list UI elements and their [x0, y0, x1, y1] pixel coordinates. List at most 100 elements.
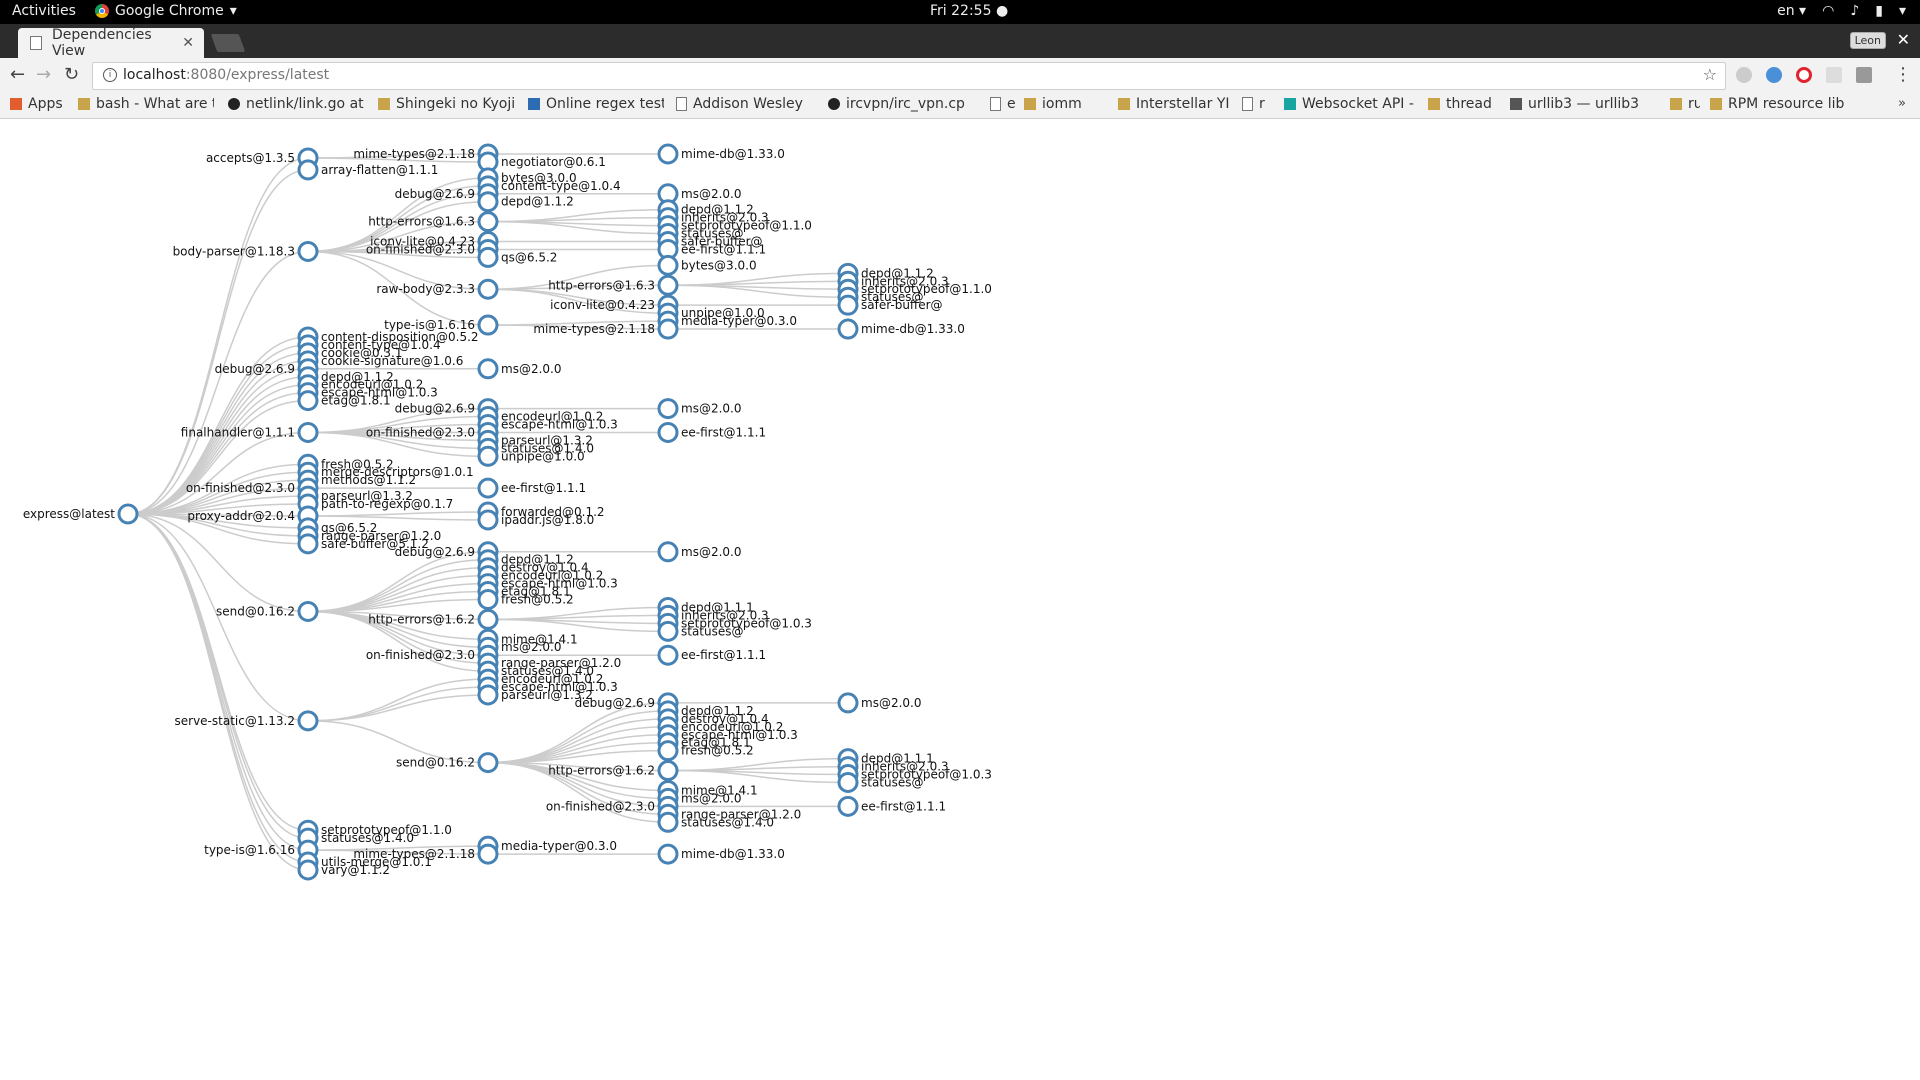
tree-node[interactable]: http-errors@1.6.3: [548, 274, 679, 296]
tree-node[interactable]: statuses@: [837, 286, 924, 308]
node-circle[interactable]: [657, 143, 679, 165]
address-bar[interactable]: i localhost:8080/express/latest ☆: [92, 62, 1726, 90]
node-circle[interactable]: [657, 760, 679, 782]
node-circle[interactable]: [477, 211, 499, 233]
language-indicator[interactable]: en ▾: [1777, 3, 1807, 19]
tree-node[interactable]: mime-types@2.1.18: [353, 843, 499, 865]
tree-node[interactable]: mime-db@1.33.0: [657, 143, 785, 165]
profile-button[interactable]: Leon: [1849, 32, 1886, 49]
extension-icon[interactable]: [1856, 67, 1872, 83]
bookmark-item[interactable]: Websocket API -: [1284, 96, 1414, 112]
tree-node[interactable]: depd@1.1.2: [477, 191, 574, 213]
tree-node[interactable]: body-parser@1.18.3: [173, 240, 319, 262]
tree-node[interactable]: ee-first@1.1.1: [477, 477, 586, 499]
bookmark-item[interactable]: r: [1242, 96, 1265, 112]
bookmark-item[interactable]: bash - What are t: [78, 96, 214, 112]
node-circle[interactable]: [477, 608, 499, 630]
tree-node[interactable]: proxy-addr@2.0.4: [187, 505, 319, 527]
tree-node[interactable]: ms@2.0.0: [657, 541, 741, 563]
tree-node[interactable]: raw-body@2.3.3: [376, 278, 499, 300]
bookmark-item[interactable]: Interstellar YIFY s: [1118, 96, 1230, 112]
tree-node[interactable]: ee-first@1.1.1: [837, 795, 946, 817]
tree-node[interactable]: safer-buffer@: [837, 294, 943, 316]
tree-node[interactable]: type-is@1.6.16: [384, 314, 499, 336]
bookmark-item[interactable]: ru: [1670, 96, 1700, 112]
tree-node[interactable]: qs@6.5.2: [477, 246, 557, 268]
node-circle[interactable]: [657, 254, 679, 276]
extension-icon[interactable]: [1766, 67, 1782, 83]
tree-node[interactable]: statuses@: [657, 620, 744, 642]
node-circle[interactable]: [297, 533, 319, 555]
node-circle[interactable]: [837, 692, 859, 714]
node-circle[interactable]: [297, 421, 319, 443]
node-circle[interactable]: [657, 843, 679, 865]
node-circle[interactable]: [477, 843, 499, 865]
bookmark-item[interactable]: RPM resource lib: [1710, 96, 1844, 112]
tree-node[interactable]: http-errors@1.6.3: [368, 211, 499, 233]
bookmark-item[interactable]: ircvpn/irc_vpn.cp: [828, 96, 964, 112]
bookmark-item[interactable]: netlink/link.go at: [228, 96, 364, 112]
tree-node[interactable]: serve-static@1.13.2: [175, 710, 319, 732]
node-circle[interactable]: [837, 795, 859, 817]
tree-node[interactable]: mime-types@2.1.18: [533, 318, 679, 340]
bookmark-item[interactable]: iomm: [1024, 96, 1082, 112]
node-circle[interactable]: [837, 294, 859, 316]
tree-node[interactable]: mime-db@1.33.0: [657, 843, 785, 865]
tree-node[interactable]: send@0.16.2: [396, 752, 499, 774]
back-arrow-icon[interactable]: ←: [10, 64, 26, 85]
node-circle[interactable]: [657, 398, 679, 420]
node-circle[interactable]: [477, 445, 499, 467]
tree-node[interactable]: escape-html@1.0.3: [477, 413, 618, 435]
bookmark-item[interactable]: Apps: [10, 96, 63, 112]
tree-node[interactable]: statuses@: [837, 771, 924, 793]
tree-node[interactable]: ee-first@1.1.1: [657, 238, 766, 260]
tree-node[interactable]: ms@2.0.0: [837, 692, 921, 714]
node-circle[interactable]: [657, 274, 679, 296]
tab-dependencies-view[interactable]: Dependencies View ✕: [18, 27, 204, 59]
bookmark-star-icon[interactable]: ☆: [1702, 65, 1717, 84]
node-circle[interactable]: [657, 644, 679, 666]
node-circle[interactable]: [477, 684, 499, 706]
node-circle[interactable]: [477, 314, 499, 336]
tree-node[interactable]: ipaddr.js@1.8.0: [477, 509, 594, 531]
node-circle[interactable]: [657, 740, 679, 762]
extension-icon[interactable]: [1736, 67, 1752, 83]
node-circle[interactable]: [297, 159, 319, 181]
bookmark-item[interactable]: urllib3 — urllib3: [1510, 96, 1639, 112]
tree-node[interactable]: content-type@1.0.4: [477, 175, 621, 197]
tree-node[interactable]: mime-db@1.33.0: [837, 318, 965, 340]
extension-icon[interactable]: [1826, 67, 1842, 83]
tree-node[interactable]: content-type@1.0.4: [297, 334, 441, 356]
tree-node[interactable]: ms@2.0.0: [477, 358, 561, 380]
node-circle[interactable]: [657, 421, 679, 443]
app-menu[interactable]: Google Chrome ▾: [95, 3, 237, 19]
node-circle[interactable]: [657, 620, 679, 642]
node-circle[interactable]: [297, 390, 319, 412]
tree-node[interactable]: fresh@0.5.2: [477, 589, 574, 611]
tree-node[interactable]: unpipe@1.0.0: [477, 445, 585, 467]
node-circle[interactable]: [477, 509, 499, 531]
reload-icon[interactable]: ↻: [64, 64, 80, 85]
close-tab-icon[interactable]: ✕: [182, 35, 194, 51]
system-status-area[interactable]: en ▾ ◠ ♪ ▮ ▾: [1777, 3, 1906, 19]
node-circle[interactable]: [837, 318, 859, 340]
node-circle[interactable]: [297, 859, 319, 881]
node-circle[interactable]: [657, 811, 679, 833]
tree-node[interactable]: http-errors@1.6.2: [548, 760, 679, 782]
bookmark-item[interactable]: Online regex test: [528, 96, 664, 112]
bookmark-item[interactable]: e: [990, 96, 1016, 112]
node-circle[interactable]: [837, 771, 859, 793]
tree-node[interactable]: ms@2.0.0: [657, 398, 741, 420]
info-icon[interactable]: i: [103, 68, 117, 82]
tree-node[interactable]: vary@1.1.2: [297, 859, 390, 881]
node-circle[interactable]: [477, 752, 499, 774]
node-circle[interactable]: [657, 318, 679, 340]
node-circle[interactable]: [297, 240, 319, 262]
node-circle[interactable]: [477, 278, 499, 300]
node-circle[interactable]: [477, 589, 499, 611]
tree-node[interactable]: statuses@1.4.0: [657, 811, 774, 833]
tree-node[interactable]: safe-buffer@5.1.2: [297, 533, 429, 555]
activities-button[interactable]: Activities: [12, 3, 76, 19]
tree-node[interactable]: fresh@0.5.2: [657, 740, 754, 762]
node-circle[interactable]: [117, 503, 139, 525]
